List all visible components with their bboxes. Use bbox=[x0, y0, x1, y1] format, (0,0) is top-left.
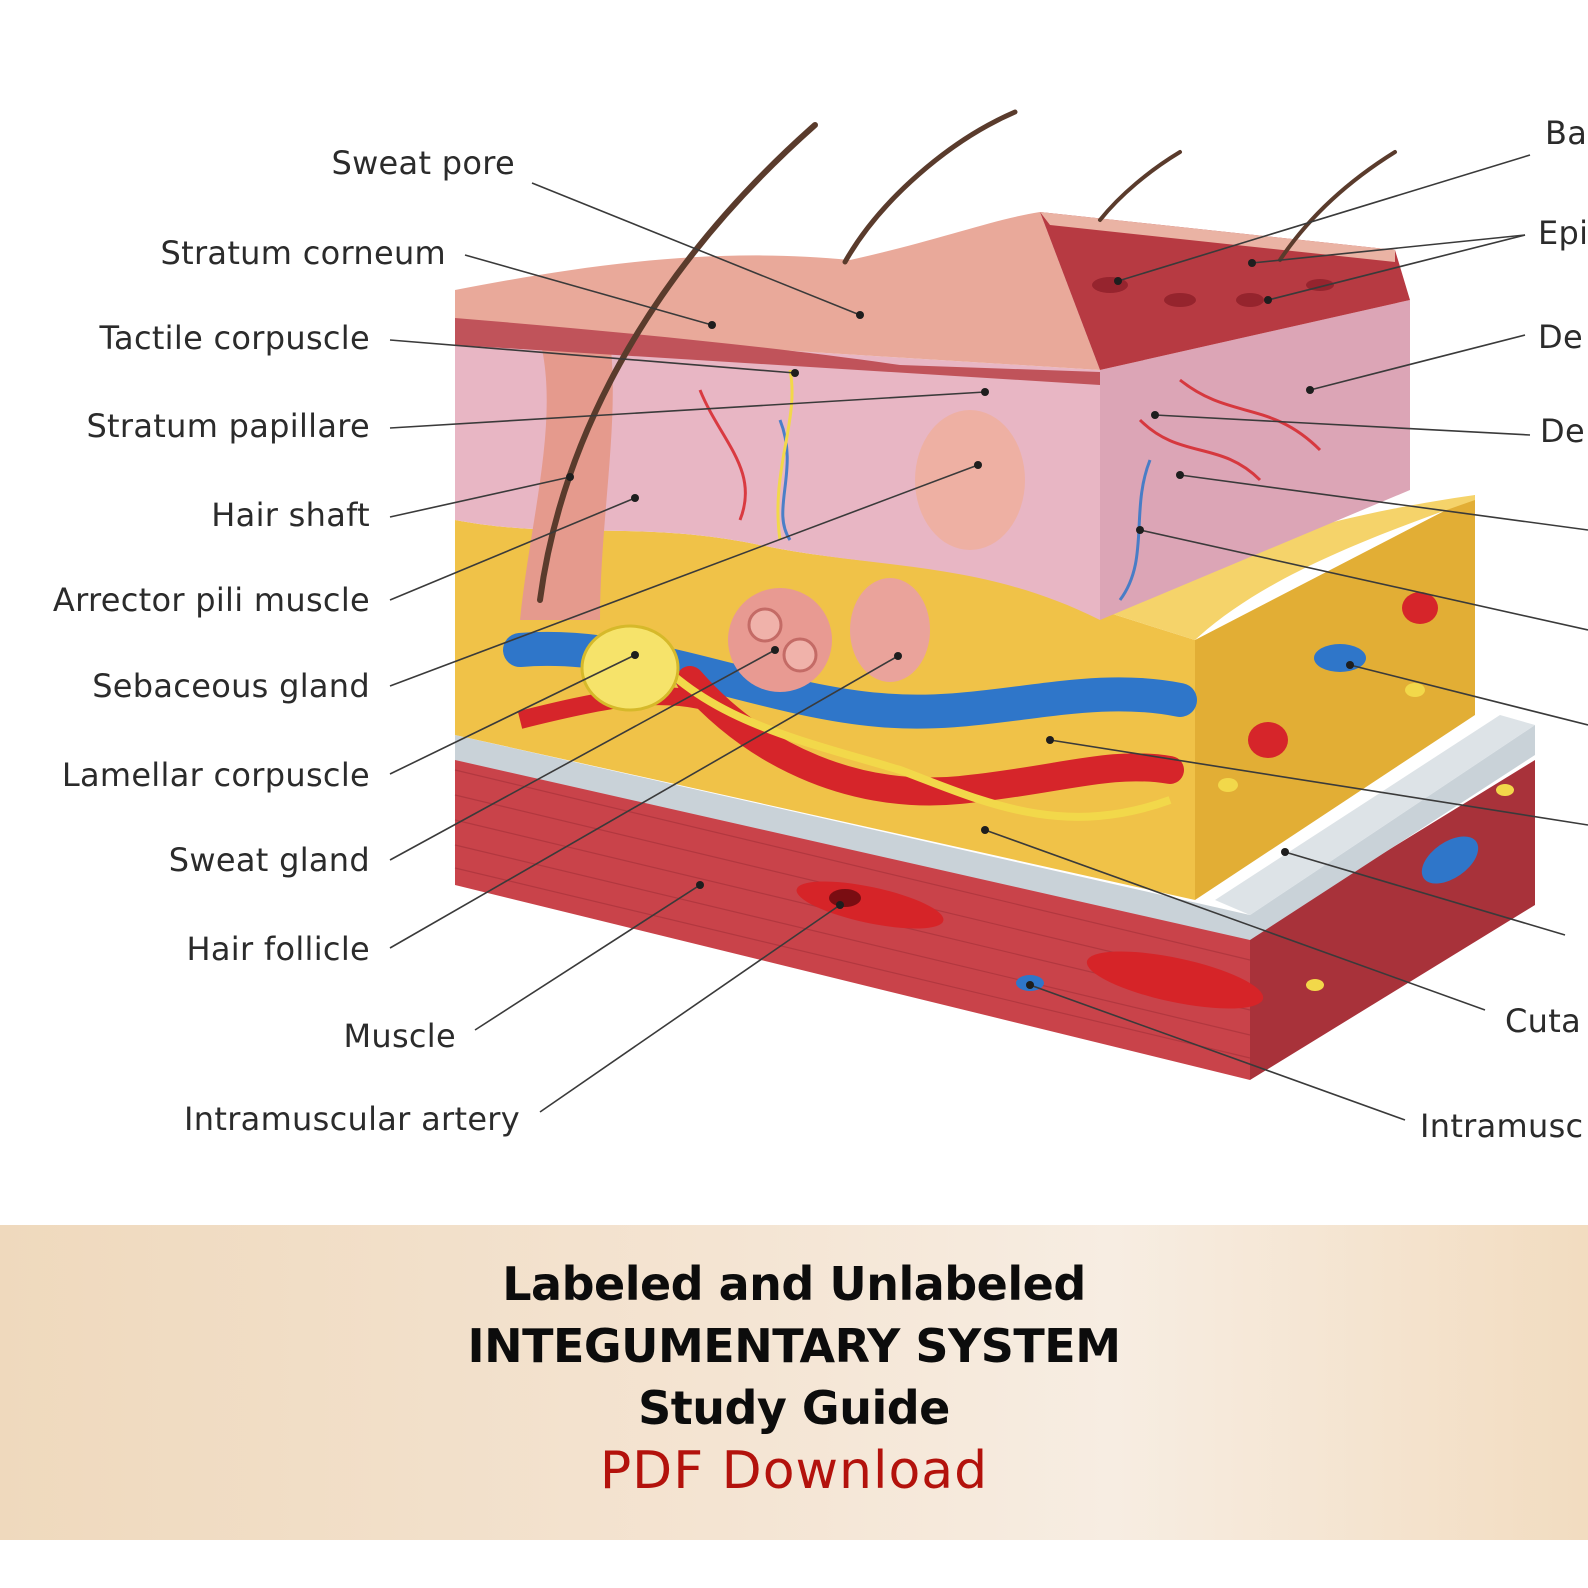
label-intramuscular-artery: Intramuscular artery bbox=[184, 1100, 520, 1138]
label-right-intramusc: Intramusc bbox=[1420, 1107, 1583, 1145]
label-sebaceous-gland: Sebaceous gland bbox=[92, 667, 370, 705]
label-arrector-pili-muscle: Arrector pili muscle bbox=[53, 581, 370, 619]
label-tactile-corpuscle: Tactile corpuscle bbox=[98, 319, 370, 357]
dermis-layer bbox=[455, 300, 1410, 620]
label-right-ba: Ba bbox=[1545, 114, 1587, 152]
skin-cross-section-diagram: Sweat pore Stratum corneum Tactile corpu… bbox=[53, 109, 1588, 1145]
hypodermis-layer bbox=[455, 495, 1475, 900]
left-labels: Sweat pore Stratum corneum Tactile corpu… bbox=[53, 144, 520, 1138]
right-labels: Ba Epi De De Cuta Intramusc bbox=[1420, 114, 1588, 1145]
label-muscle: Muscle bbox=[343, 1017, 456, 1055]
hair-shafts bbox=[537, 109, 1397, 603]
label-right-de-2: De bbox=[1540, 412, 1585, 450]
title-banner: Labeled and Unlabeled INTEGUMENTARY SYST… bbox=[0, 1225, 1588, 1540]
pdf-download-text[interactable]: PDF Download bbox=[599, 1441, 989, 1501]
label-stratum-papillare: Stratum papillare bbox=[86, 407, 370, 445]
label-hair-shaft: Hair shaft bbox=[211, 496, 370, 534]
label-right-de-1: De bbox=[1538, 318, 1583, 356]
label-lamellar-corpuscle: Lamellar corpuscle bbox=[62, 756, 370, 794]
banner-title-line2: INTEGUMENTARY SYSTEM bbox=[467, 1319, 1121, 1373]
epidermis-layer bbox=[455, 212, 1410, 385]
label-sweat-gland: Sweat gland bbox=[169, 841, 370, 879]
leader-dots bbox=[566, 259, 1354, 989]
skin-block-illustration bbox=[454, 109, 1535, 1080]
label-hair-follicle: Hair follicle bbox=[187, 930, 370, 968]
muscle-layer bbox=[454, 745, 1535, 1080]
fascia-layer bbox=[455, 715, 1535, 940]
banner-title-line1: Labeled and Unlabeled bbox=[502, 1257, 1086, 1311]
label-sweat-pore: Sweat pore bbox=[331, 144, 515, 182]
leader-lines bbox=[389, 154, 1588, 1121]
label-right-epi: Epi bbox=[1538, 214, 1588, 252]
banner-title-line3: Study Guide bbox=[638, 1381, 950, 1435]
label-stratum-corneum: Stratum corneum bbox=[161, 234, 446, 272]
label-right-cuta: Cuta bbox=[1505, 1002, 1581, 1040]
